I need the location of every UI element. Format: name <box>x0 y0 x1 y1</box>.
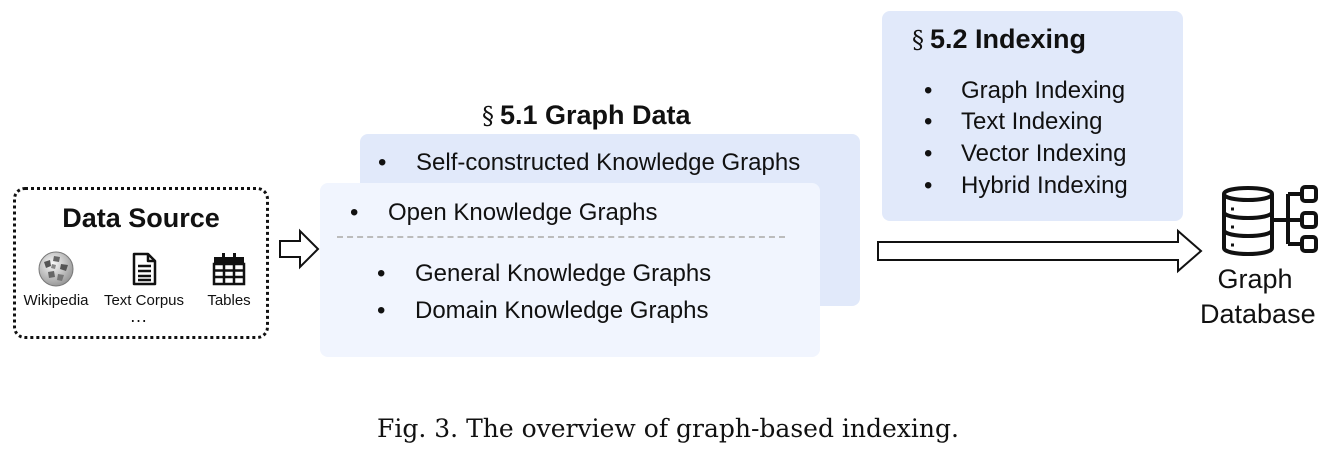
graph-database-label-line2: Database <box>1200 299 1316 329</box>
list-item-self-constructed: •Self-constructed Knowledge Graphs <box>378 149 801 176</box>
source-item-wikipedia: Wikipedia <box>11 250 101 309</box>
document-icon <box>132 252 157 286</box>
list-item-graph-indexing: •Graph Indexing <box>924 77 1126 104</box>
indexing-heading: §5.2 Indexing <box>912 24 1086 55</box>
data-source-ellipsis: … <box>129 306 149 326</box>
graph-database-label: Graph Database <box>1200 262 1316 332</box>
list-item-open-kg: •Open Knowledge Graphs <box>350 199 658 226</box>
list-item-text-indexing: •Text Indexing <box>924 108 1103 135</box>
source-item-tables: Tables <box>184 250 274 309</box>
graph-database-icon <box>1222 185 1318 256</box>
figure-caption: Fig. 3. The overview of graph-based inde… <box>377 414 959 443</box>
arrow-to-graph-data-icon <box>279 228 320 270</box>
source-label-wikipedia: Wikipedia <box>23 292 89 309</box>
table-icon <box>212 253 246 286</box>
section-mark: § <box>482 102 494 130</box>
open-kg-panel <box>320 183 820 357</box>
list-item-vector-indexing: •Vector Indexing <box>924 140 1127 167</box>
indexing-panel <box>882 11 1183 221</box>
data-source-title: Data Source <box>62 203 220 233</box>
section-mark: § <box>912 26 924 54</box>
graph-database-label-line1: Graph <box>1217 264 1293 294</box>
data-source-box <box>13 187 269 339</box>
graph-data-heading: §5.1 Graph Data <box>482 100 691 131</box>
list-item-domain-kg: •Domain Knowledge Graphs <box>377 297 709 324</box>
arrow-to-database-icon <box>877 228 1203 274</box>
list-item-general-kg: •General Knowledge Graphs <box>377 260 712 287</box>
indexing-heading-text: 5.2 Indexing <box>930 24 1087 54</box>
graph-data-heading-text: 5.1 Graph Data <box>500 100 691 130</box>
wikipedia-globe-icon <box>38 251 74 287</box>
list-item-hybrid-indexing: •Hybrid Indexing <box>924 172 1128 199</box>
source-label-text-corpus: Text Corpus <box>103 292 185 309</box>
source-label-tables: Tables <box>207 292 251 309</box>
dashed-divider <box>337 236 785 238</box>
source-item-text-corpus: Text Corpus <box>99 250 189 309</box>
